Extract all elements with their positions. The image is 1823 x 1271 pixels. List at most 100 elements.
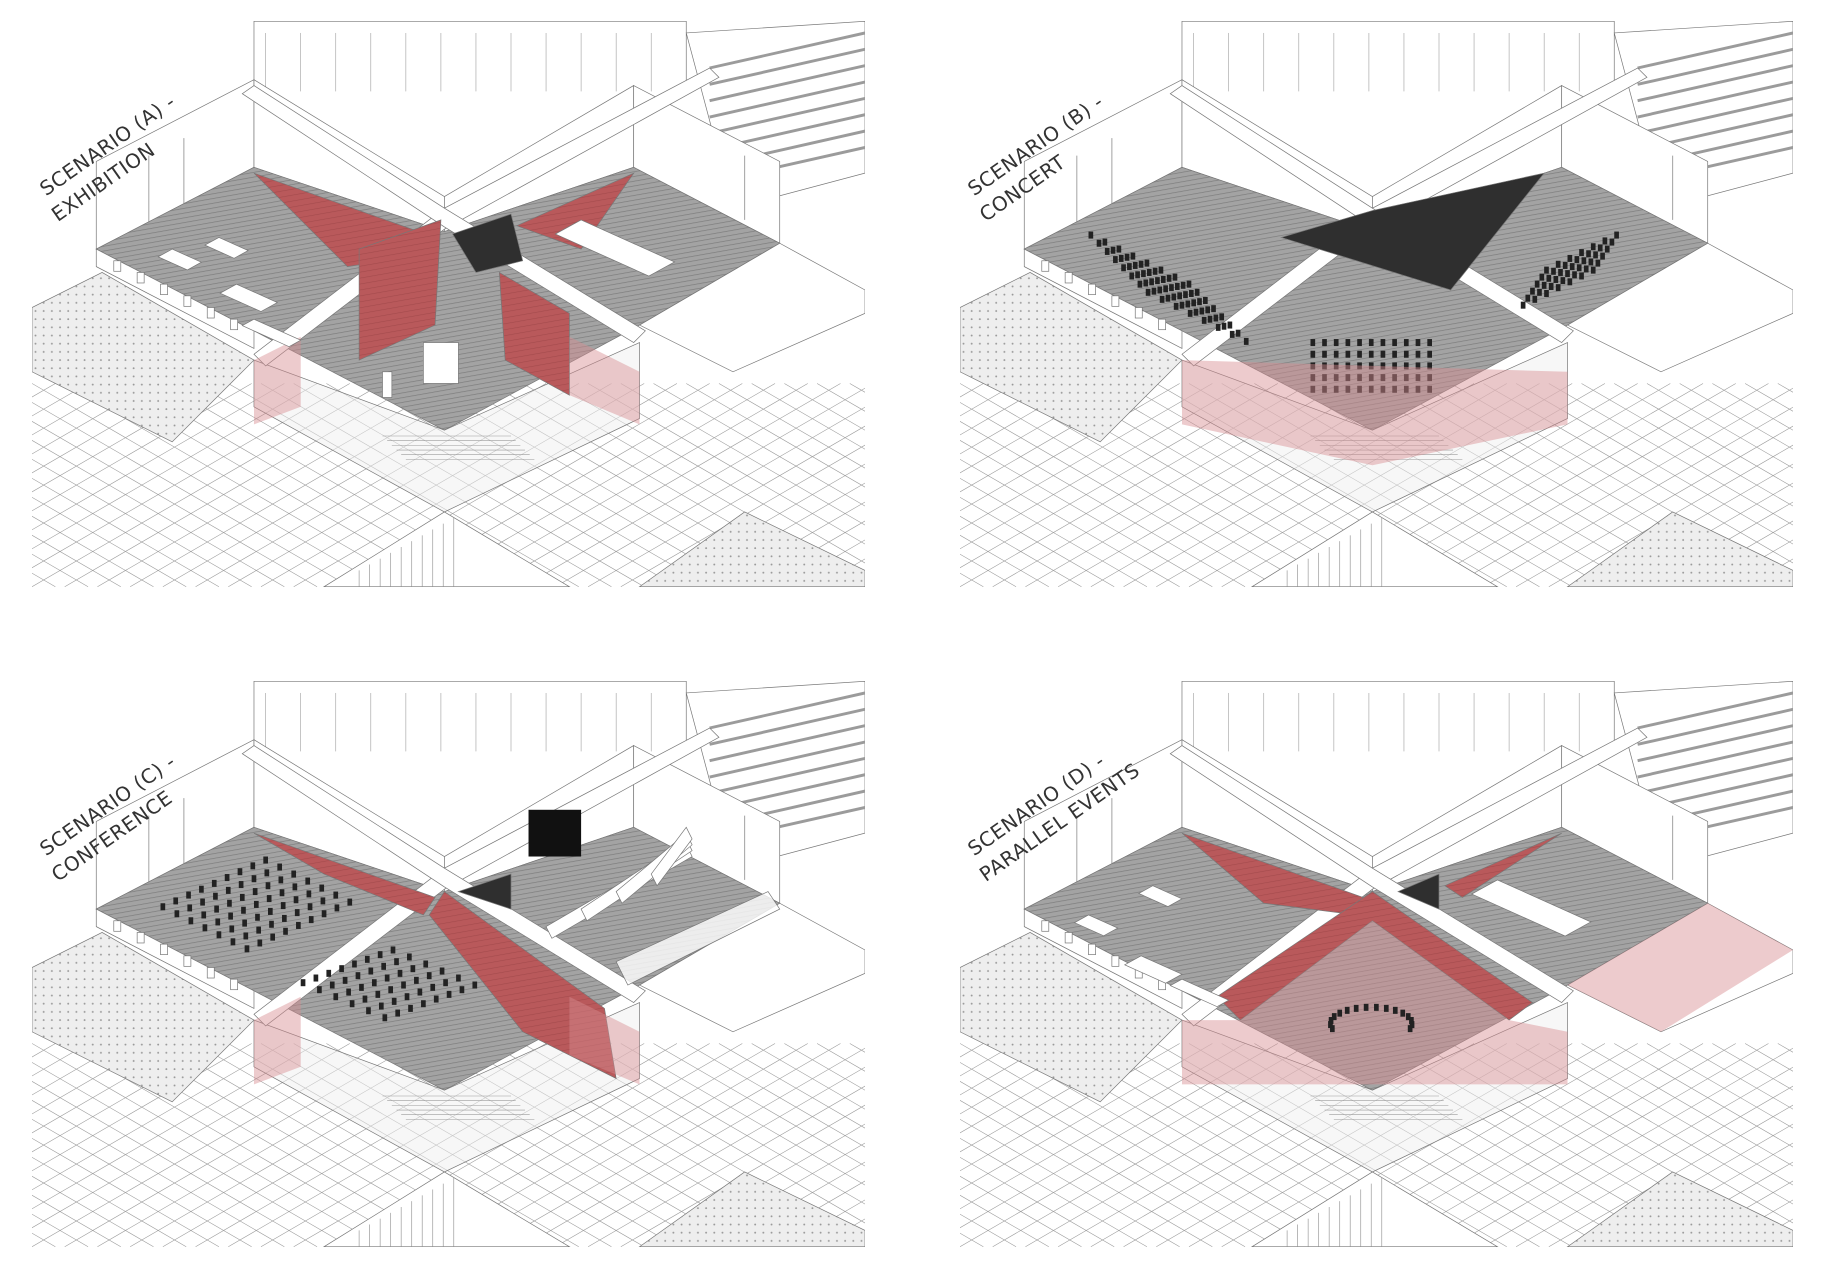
context-line [960,1043,1082,1115]
chair [229,925,235,933]
context-line [32,1213,89,1247]
chair [1368,374,1374,382]
chair [1310,385,1316,393]
translucent-partition [253,336,301,425]
truss-line [709,707,865,746]
chair [1403,385,1409,393]
chair [1392,374,1397,382]
scenario-b-panel: SCENARIO (B) - CONCERT [960,21,1793,587]
chair [342,976,348,984]
chair [1310,362,1316,370]
chair [160,903,166,911]
chair [1104,247,1110,255]
chair [1567,254,1573,262]
chair [256,926,261,934]
context-line [960,534,1049,587]
chair [390,946,396,954]
chair [381,962,386,970]
truss-line [1637,756,1793,795]
chair [1188,289,1194,297]
chair [1243,337,1249,345]
chair [1203,296,1208,304]
chair [1572,271,1577,279]
parapet-left [95,248,255,349]
chair [1415,350,1421,358]
chair [1600,252,1605,260]
chair [1193,308,1199,316]
chair [1530,287,1535,295]
truss-line [1637,724,1793,763]
context-line [32,421,318,587]
context-line [960,553,1017,587]
chair [375,990,381,998]
chair [1569,263,1575,271]
translucent-partition [1181,360,1568,466]
chair [326,969,332,977]
chair [257,939,263,947]
context-line [686,383,865,488]
chair [1368,339,1374,347]
chair [267,907,273,915]
chair [417,988,423,996]
chair [1151,287,1157,295]
truss-line [1637,691,1793,730]
chair [1548,282,1554,290]
chair [1138,260,1144,268]
chair [1121,264,1126,272]
table [554,219,676,277]
chair [1129,272,1135,280]
chair [1357,374,1362,382]
glass-roof [1566,242,1793,373]
chair [1392,362,1397,370]
chair [366,1007,371,1015]
chair [321,910,327,918]
chair [1345,374,1351,382]
lower-building [322,511,571,587]
chair [230,938,236,946]
context-line [1712,383,1793,431]
chair [1555,284,1561,292]
context-line [32,440,285,587]
chair [395,1009,401,1017]
chair [1183,291,1188,299]
chair [1169,284,1174,292]
chair [1137,280,1143,288]
ridge-beam [241,85,646,343]
chair [1141,270,1146,278]
chair [306,890,312,898]
chair [239,893,245,901]
chair [1400,1009,1406,1017]
context-line [1581,1043,1793,1167]
chair [1102,238,1108,246]
chair [1604,245,1610,253]
chair [1403,374,1409,382]
chair [214,905,219,913]
chair [1345,385,1351,393]
chair [1380,374,1386,382]
chair [401,981,406,989]
window [183,295,192,307]
context-line [32,553,89,587]
chair [339,965,344,973]
table [1123,955,1183,984]
chair [237,868,243,876]
chair [1427,385,1432,393]
chair [1110,246,1116,254]
chair [1227,321,1233,329]
chair [1199,307,1205,315]
chair [1155,277,1160,285]
truss-line [1637,96,1793,135]
chair [1211,305,1216,313]
glass-roof [1566,902,1793,1033]
chair [1185,300,1191,308]
parapet-left [95,908,255,1009]
red-partition [515,172,635,250]
context-line [1777,383,1793,393]
chair [1180,281,1186,289]
chair [1590,243,1596,251]
chair [1333,350,1339,358]
chair [1345,362,1351,370]
glass-roof [638,242,865,373]
chair [1588,258,1594,266]
context-line [1548,1043,1793,1186]
